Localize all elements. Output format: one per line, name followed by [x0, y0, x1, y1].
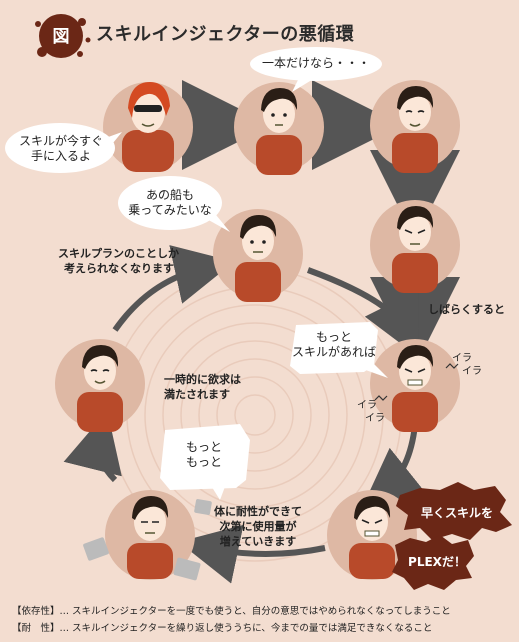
title-badge [35, 14, 91, 58]
bubble-more-more-line2: もっと [185, 455, 222, 469]
label-think-only-line1: スキルプランのことしか [58, 247, 179, 260]
bubble-more-skill [290, 322, 388, 378]
bubble-just-once [250, 47, 382, 92]
label-ira-4: イラ [365, 413, 385, 424]
cycle-arrow-left [112, 245, 235, 332]
label-temp-satisfied-line2: 満たされます [164, 388, 230, 401]
footnote-tolerance-text: … スキルインジェクターを繰り返し使ううちに、今までの量では満足できなくなること [59, 623, 433, 634]
character-user-6 [55, 339, 145, 432]
bubble-skill-now-line2: 手に入るよ [30, 149, 91, 163]
bubble-hurry-line2: PLEXだ！ [408, 555, 466, 569]
character-user-3 [370, 200, 460, 293]
label-tolerance-line3: 増えていきます [219, 535, 297, 548]
footnote-tolerance: 【耐 性】… スキルインジェクターを繰り返し使ううちに、今までの量では満足できな… [12, 620, 432, 634]
bubble-hurry-burst [392, 482, 512, 590]
cycle-arrow-bottom [178, 524, 326, 584]
footnote-tolerance-label: 【耐 性】 [12, 623, 60, 634]
label-tolerance-line1: 体に耐性ができて [214, 505, 302, 518]
character-user-8 [327, 490, 417, 580]
character-user-1 [234, 82, 324, 175]
bubble-more-skill-line1: もっと [315, 330, 352, 344]
footnote-dependence: 【依存性】… スキルインジェクターを一度でも使うと、自分の意思ではやめられなくな… [12, 603, 451, 617]
footnote-dependence-text: … スキルインジェクターを一度でも使うと、自分の意思ではやめられなくなってしまう… [59, 606, 451, 617]
cycle-arrow-lower-right [361, 424, 428, 509]
page-title: スキルインジェクターの悪循環 [96, 24, 355, 45]
label-after-while: しばらくすると [428, 303, 505, 316]
bubble-that-ship-text: あの船も 乗ってみたいな [122, 188, 218, 218]
character-user-5 [370, 339, 460, 432]
bubble-skill-now-line1: スキルが今すぐ [18, 134, 103, 148]
label-ira-3: イラ [357, 400, 377, 411]
character-user-2 [370, 80, 460, 173]
bubble-more-more-text: もっと もっと [168, 440, 240, 470]
label-tolerance-line2: 次第に使用量が [219, 520, 297, 533]
bubble-hurry-line1: 早くスキルを [420, 506, 493, 520]
bubble-more-more-line1: もっと [185, 440, 222, 454]
bubble-skill-now-text: スキルが今すぐ 手に入るよ [10, 134, 112, 164]
bubble-skill-now [5, 123, 122, 173]
cycle-arrow-right [306, 267, 419, 357]
character-user-4 [213, 209, 303, 302]
footnote-dependence-label: 【依存性】 [12, 606, 60, 617]
label-think-only-line2: 考えられなくなります [64, 262, 174, 275]
label-think-only: スキルプランのことしか 考えられなくなります [58, 246, 179, 276]
bubble-that-ship [118, 176, 230, 232]
character-dealer [103, 82, 193, 172]
bubble-more-skill-text: もっと スキルがあれば [292, 330, 376, 360]
bubble-that-ship-line1: あの船も [145, 188, 194, 202]
bubble-more-skill-line2: スキルがあれば [292, 345, 377, 359]
label-ira-1: イラ [452, 353, 472, 364]
bubble-that-ship-line2: 乗ってみたいな [128, 203, 212, 217]
label-temp-satisfied-line1: 一時的に欲求は [164, 373, 241, 386]
label-ira-2: イラ [462, 366, 482, 377]
cycle-arrow-lower-left [63, 410, 122, 483]
irritation-lines [374, 363, 459, 401]
bubble-just-once-text: 一本だけなら・・・ [261, 56, 370, 70]
label-tolerance: 体に耐性ができて 次第に使用量が 増えていきます [214, 504, 302, 549]
title-badge-label: 図 [52, 27, 70, 47]
character-user-7 [83, 490, 212, 581]
bubble-more-more [160, 424, 250, 500]
label-temp-satisfied: 一時的に欲求は 満たされます [164, 372, 241, 402]
